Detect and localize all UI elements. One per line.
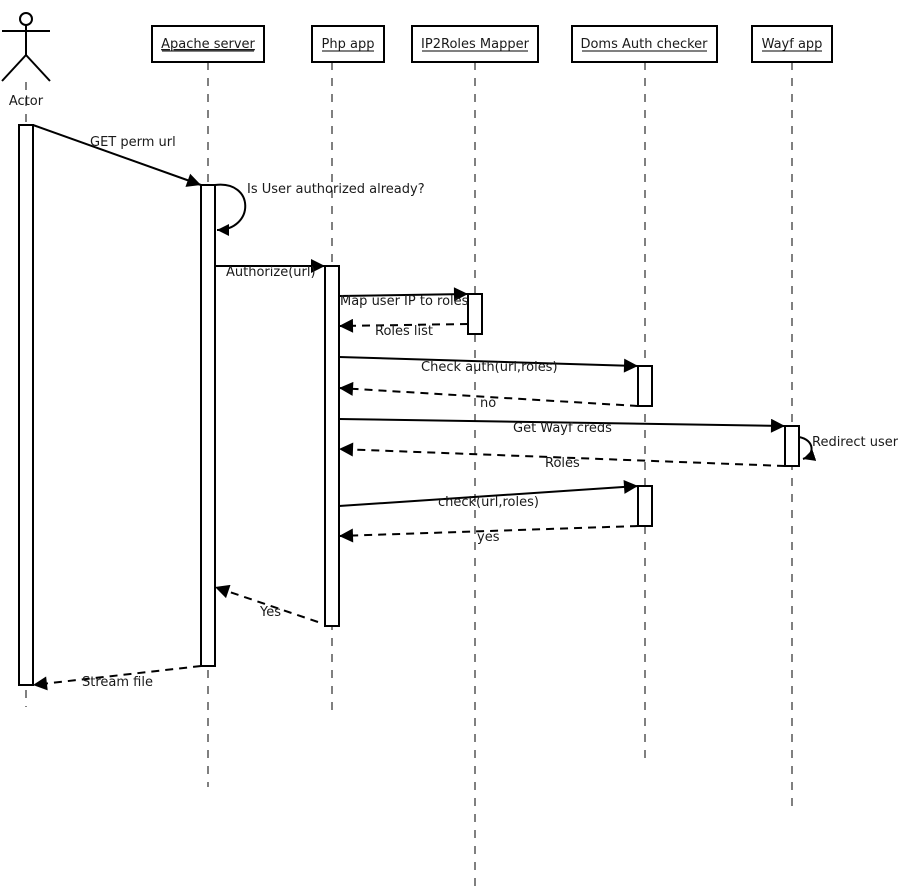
message-arrow <box>338 442 786 467</box>
participant-label: Wayf app <box>762 37 823 52</box>
activation-php <box>324 265 340 627</box>
message-label: check(url,roles) <box>438 495 539 510</box>
message-label: Authorize(url) <box>226 265 316 280</box>
activation-wayf <box>784 425 800 467</box>
message-arrow-self <box>798 436 817 461</box>
message-label: no <box>480 396 496 411</box>
message-arrow <box>338 287 469 302</box>
message-label: yes <box>477 530 500 545</box>
message-label: Yes <box>259 605 281 620</box>
message-arrow <box>32 124 202 187</box>
participant-label: Php app <box>322 37 375 52</box>
activation-actor <box>18 124 34 686</box>
participant-label: IP2Roles Mapper <box>421 37 530 52</box>
message-arrow-self <box>214 183 247 236</box>
participant-wayf: Wayf app <box>751 25 833 63</box>
activation-doms-1 <box>637 365 653 407</box>
participant-label: Doms Auth checker <box>580 37 708 52</box>
participant-doms: Doms Auth checker <box>571 25 718 63</box>
message-arrow <box>338 418 786 433</box>
message-label: Check auth(url,roles) <box>421 360 558 375</box>
message-arrow <box>214 584 319 623</box>
message-arrow <box>338 318 469 333</box>
actor-icon <box>1 12 51 82</box>
actor-label: Actor <box>9 94 44 109</box>
message-label: Redirect user <box>812 435 898 450</box>
activation-doms-2 <box>637 485 653 527</box>
message-arrow <box>338 356 639 373</box>
participant-label: Apache server <box>161 37 255 52</box>
activation-apache <box>200 184 216 667</box>
message-label: GET perm url <box>90 135 176 150</box>
message-label: Get Wayf creds <box>513 421 612 436</box>
message-label: Roles <box>545 456 580 471</box>
message-arrow <box>32 665 202 691</box>
participant-ip2roles: IP2Roles Mapper <box>411 25 539 63</box>
message-label: Map user IP to roles <box>340 294 469 309</box>
participant-php: Php app <box>311 25 385 63</box>
activation-ip2roles <box>467 293 483 335</box>
participant-apache: Apache server <box>151 25 265 63</box>
message-label: Stream file <box>82 675 153 690</box>
message-arrow <box>338 381 639 407</box>
message-arrow <box>338 525 639 543</box>
message-arrow <box>338 479 639 507</box>
message-label: Is User authorized already? <box>247 182 425 197</box>
message-label: Roles list <box>375 324 433 339</box>
